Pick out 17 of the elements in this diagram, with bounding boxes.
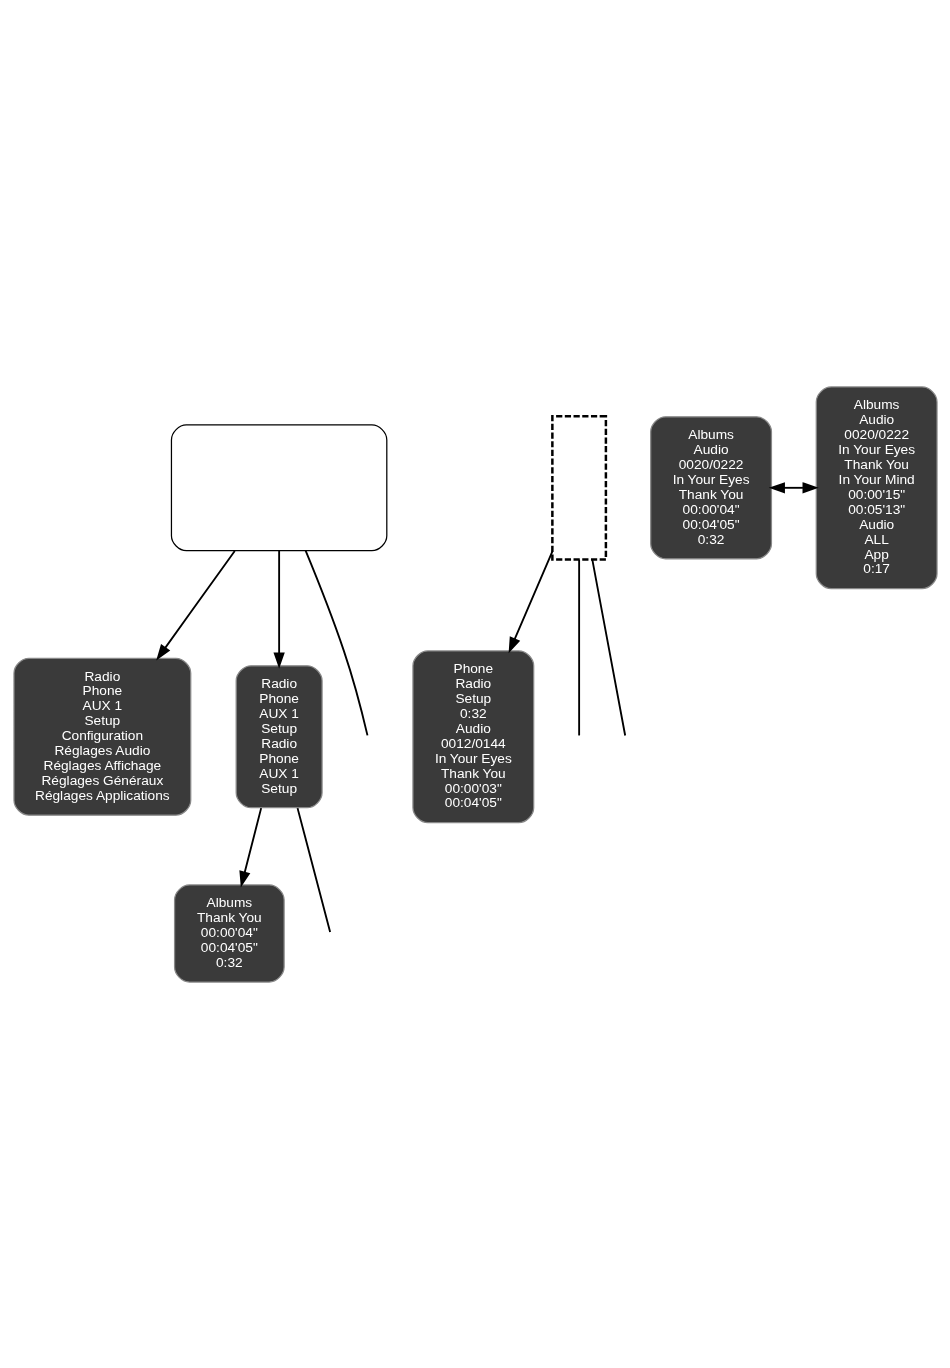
arrow bbox=[155, 549, 236, 660]
node-box: Albums Audio 0020/0222 In Your Eyes Thank You 00:00'04" 00:04'05" 0:32 bbox=[649, 415, 772, 559]
arrow bbox=[508, 550, 553, 653]
connector bbox=[590, 558, 626, 736]
node-box: Radio Phone AUX 1 Setup Configuration Réglages Audio Réglages Affichage Réglages Généraux Réglages Applications bbox=[12, 657, 191, 816]
node-box: Phone Radio Setup 0:32 Audio 0012/0144 In Your Eyes Thank You 00:00'03" 00:04'05" bbox=[411, 649, 534, 823]
node-box: Radio Phone AUX 1 Setup Radio Phone AUX 1 Setup bbox=[235, 664, 323, 808]
connector bbox=[296, 806, 331, 933]
connector bbox=[304, 549, 368, 736]
arrow bbox=[272, 549, 285, 669]
connector bbox=[577, 558, 580, 736]
node-box: Albums Thank You 00:00'04" 00:04'05" 0:32 bbox=[173, 883, 285, 983]
arrow bbox=[768, 481, 819, 493]
node-box bbox=[550, 414, 607, 561]
node-box bbox=[170, 423, 387, 551]
node-box: Albums Audio 0020/0222 In Your Eyes Thank You In Your Mind 00:00'15" 00:05'13" Audio ALL App 0:17 bbox=[815, 385, 938, 589]
arrow bbox=[238, 806, 262, 887]
